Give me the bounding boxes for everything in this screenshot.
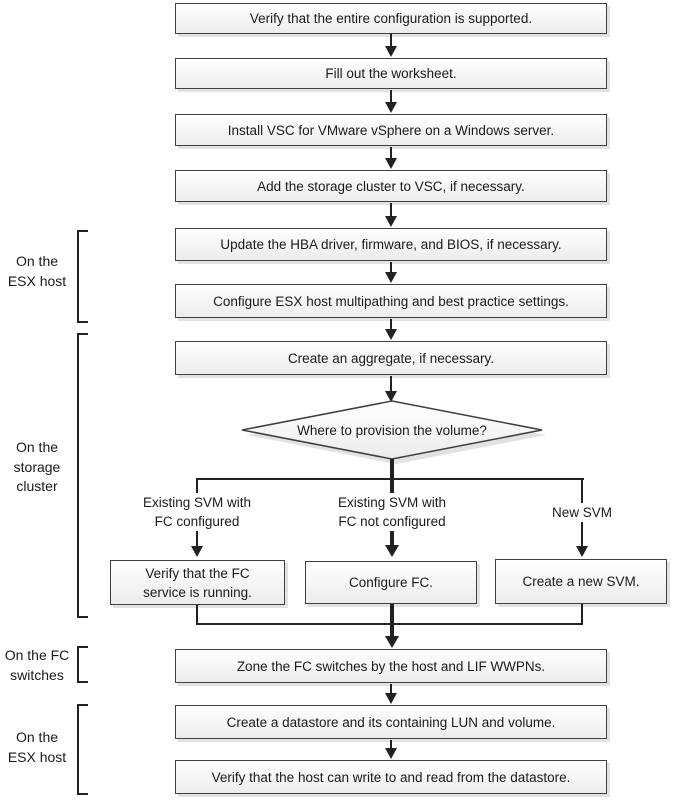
arrow-down-icon (191, 546, 203, 557)
flow-arrow-4 (385, 203, 397, 227)
arrow-down-icon (385, 158, 397, 169)
step-verify-fc-service: Verify that the FC service is running. (110, 560, 285, 605)
merge-line-center (390, 604, 394, 625)
step-install-vsc: Install VSC for VMware vSphere on a Wind… (175, 114, 607, 146)
step-label-line: Create a new SVM. (522, 574, 640, 589)
arrow-shaft (390, 147, 392, 158)
arrow-down-icon (385, 329, 397, 340)
branch-split-line (196, 478, 584, 480)
arrow-shaft (390, 684, 392, 693)
side-label-esx-host-bottom: On the ESX host (2, 728, 72, 767)
step-label: Create a datastore and its containing LU… (226, 714, 556, 730)
step-create-datastore: Create a datastore and its containing LU… (175, 705, 607, 739)
flow-arrow-6 (385, 319, 397, 340)
side-label-line: storage (13, 458, 61, 475)
flow-arrow-5 (385, 262, 397, 283)
arrow-down-icon (385, 545, 399, 557)
arrow-down-icon (385, 748, 397, 759)
arrow-shaft (390, 34, 392, 46)
branch-label-line: FC configured (154, 514, 240, 529)
branch-label-existing-fc: Existing SVM with FC configured (117, 493, 277, 531)
step-label: Verify that the entire configuration is … (249, 11, 533, 26)
scope-bracket-esx-host-top (77, 230, 88, 323)
side-label-line: cluster (16, 478, 58, 494)
step-verify-supported: Verify that the entire configuration is … (175, 3, 607, 34)
arrow-shaft (390, 203, 392, 216)
step-label-line: service is running. (143, 584, 252, 600)
scope-bracket-fc-switches (77, 646, 88, 683)
side-label-line: switches (10, 666, 64, 683)
step-verify-read-write: Verify that the host can write to and re… (175, 760, 607, 794)
arrow-shaft (390, 262, 392, 272)
branch-label-line: FC not configured (338, 514, 446, 529)
arrow-shaft (390, 740, 392, 748)
arrow-down-icon (385, 102, 397, 113)
flow-arrow-2 (385, 90, 397, 113)
step-label: Install VSC for VMware vSphere on a Wind… (227, 122, 555, 138)
flow-arrow-8 (385, 684, 397, 704)
flow-arrow-merge (385, 625, 399, 648)
flow-arrow-1 (385, 34, 397, 57)
merge-line-right (581, 604, 583, 625)
step-configure-fc: Configure FC. (305, 561, 477, 604)
branch-merge-line (196, 623, 583, 625)
step-label: Create an aggregate, if necessary. (287, 350, 495, 366)
flow-arrow-9 (385, 740, 397, 759)
side-label-line: On the FC (4, 647, 70, 663)
step-label: Update the HBA driver, firmware, and BIO… (220, 237, 562, 252)
arrow-down-icon (385, 391, 397, 402)
arrow-down-icon (385, 636, 399, 648)
side-label-esx-host-top: On the ESX host (2, 252, 72, 291)
merge-line-left (196, 605, 198, 625)
side-label-line: On the (15, 439, 59, 455)
branch-trunk-line (390, 459, 394, 479)
side-label-line: On the (15, 253, 59, 269)
step-create-svm: Create a new SVM. (495, 559, 667, 604)
decision-label: Where to provision the volume? (297, 422, 487, 438)
step-label: Verify that the host can write to and re… (211, 769, 571, 785)
decision-diamond (241, 400, 546, 464)
step-label: Fill out the worksheet. (325, 66, 457, 81)
branch-label-line: Existing SVM with (337, 495, 447, 510)
step-label: Add the storage cluster to VSC, if neces… (257, 178, 525, 194)
side-label-line: ESX host (7, 748, 67, 765)
branch-label-line: New SVM (551, 505, 612, 520)
branch-label-new-svm: New SVM (532, 503, 632, 522)
step-zone-fc-switches: Zone the FC switches by the host and LIF… (175, 649, 607, 683)
step-label: Zone the FC switches by the host and LIF… (236, 658, 546, 674)
step-label: Configure ESX host multipathing and best… (213, 293, 569, 309)
step-add-cluster-vsc: Add the storage cluster to VSC, if neces… (175, 170, 607, 202)
scope-bracket-storage-cluster (77, 333, 88, 618)
arrow-shaft (390, 625, 394, 636)
step-configure-multipathing: Configure ESX host multipathing and best… (175, 284, 607, 318)
side-label-fc-switches: On the FC switches (0, 646, 74, 685)
step-label-line: Configure FC. (348, 575, 434, 590)
side-label-storage-cluster: On the storage cluster (2, 438, 72, 497)
arrow-down-icon (385, 272, 397, 283)
step-fill-worksheet: Fill out the worksheet. (175, 58, 607, 89)
arrow-shaft (390, 376, 392, 391)
side-label-line: ESX host (7, 272, 67, 289)
step-label-line: Verify that the FC (145, 565, 250, 581)
scope-bracket-esx-host-bottom (77, 704, 88, 795)
arrow-down-icon (576, 546, 588, 557)
step-update-hba: Update the HBA driver, firmware, and BIO… (175, 228, 607, 261)
branch-label-existing-no-fc: Existing SVM with FC not configured (312, 493, 472, 531)
arrow-down-icon (385, 46, 397, 57)
branch-label-line: Existing SVM with (142, 495, 252, 510)
arrow-down-icon (385, 216, 397, 227)
step-create-aggregate: Create an aggregate, if necessary. (175, 341, 607, 375)
arrow-shaft (390, 319, 392, 329)
arrow-down-icon (385, 693, 397, 704)
flow-arrow-3 (385, 147, 397, 169)
side-label-line: On the (15, 729, 59, 745)
arrow-shaft (390, 90, 392, 102)
flow-arrow-7 (385, 376, 397, 402)
